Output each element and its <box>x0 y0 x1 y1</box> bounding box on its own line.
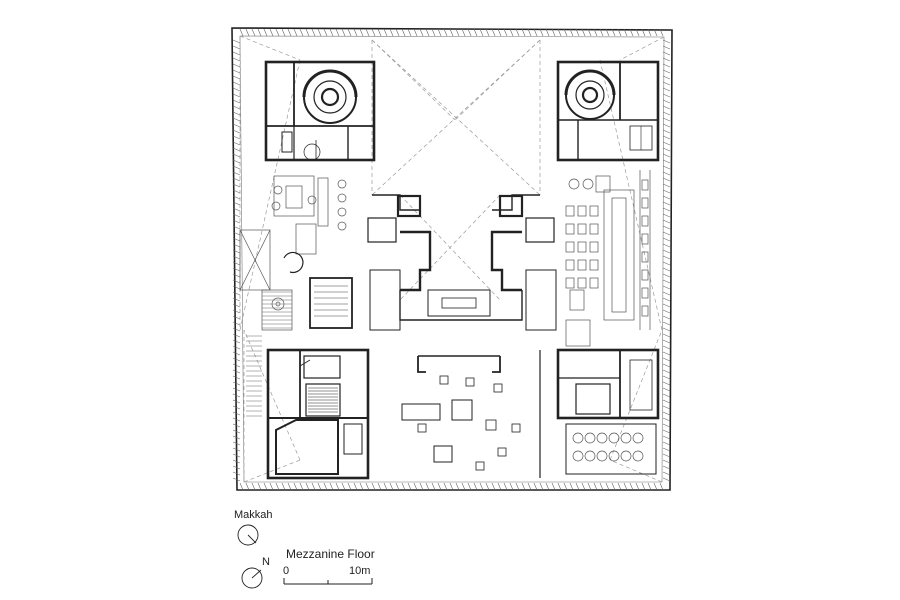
scale-start-label: 0 <box>283 565 290 577</box>
exhibition-hall <box>401 350 541 478</box>
perimeter-hatch <box>232 28 671 491</box>
spiral-stair-icon <box>564 69 616 120</box>
service-core-south-west <box>266 348 370 480</box>
service-core-south-east <box>556 348 660 475</box>
scale-end-label: 10m <box>349 565 371 577</box>
makkah-direction-icon <box>237 524 259 546</box>
scale-bar-icon <box>283 578 373 585</box>
central-atrium <box>367 194 557 331</box>
plan-title: Mezzanine Floor <box>286 547 375 561</box>
north-label: N <box>262 556 270 568</box>
stair-core-north-east <box>556 60 660 162</box>
east-wing <box>565 170 651 347</box>
roof-structure-lines <box>239 35 665 483</box>
makkah-label: Makkah <box>234 509 273 521</box>
west-wing <box>239 175 353 417</box>
stair-core-north-west <box>264 60 376 162</box>
north-arrow-icon <box>241 567 263 589</box>
spiral-stair-icon <box>302 69 358 124</box>
